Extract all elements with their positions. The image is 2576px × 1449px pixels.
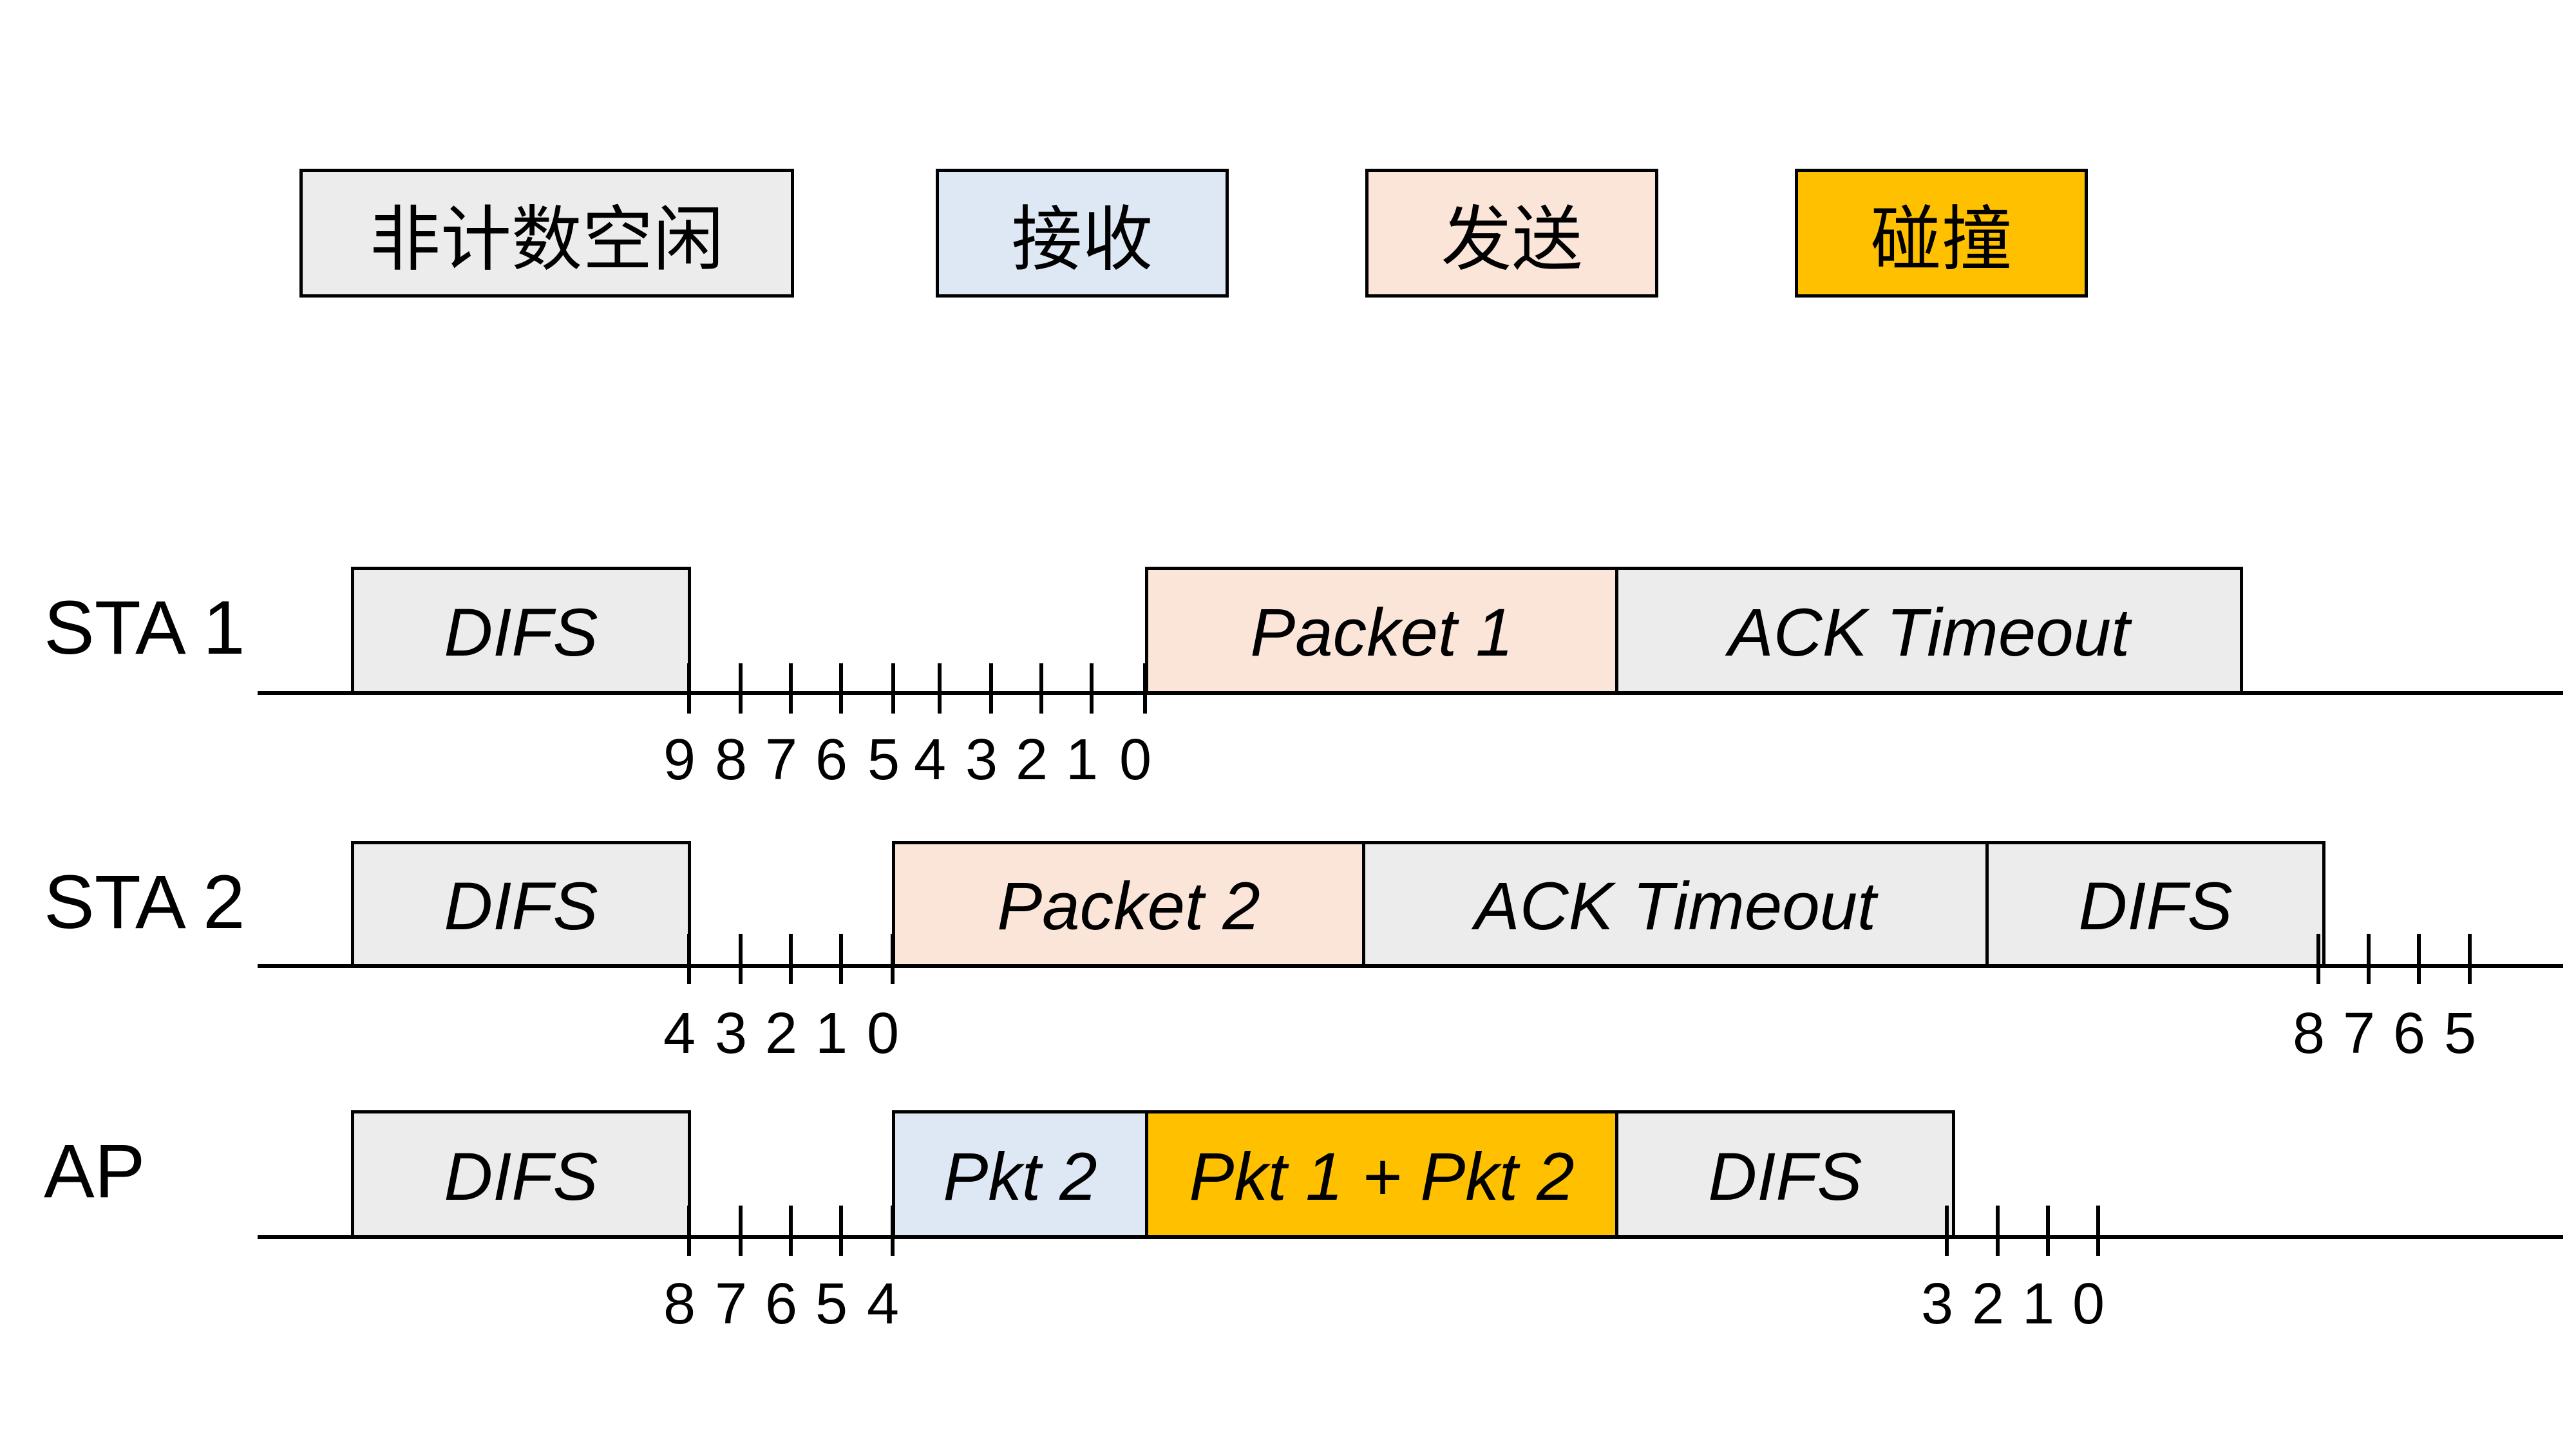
legend-collision-label: 碰撞	[1870, 198, 2012, 281]
backoff-counter-label: 2	[764, 1001, 798, 1066]
backoff-tick	[839, 663, 843, 714]
ack-timeout-block: ACK Timeout	[1362, 841, 1989, 967]
difs-block: DIFS	[351, 841, 691, 967]
backoff-counter-label: 7	[2342, 1001, 2376, 1066]
block-label: ACK Timeout	[1728, 595, 2130, 670]
backoff-counter-label: 3	[965, 728, 998, 792]
block-label: DIFS	[444, 869, 598, 944]
legend-idle: 非计数空闲	[299, 169, 794, 298]
ack-timeout-block: ACK Timeout	[1615, 567, 2243, 694]
backoff-counter-label: 7	[764, 728, 798, 792]
legend-receive-label: 接收	[1011, 198, 1153, 281]
pkt-2-receive-block: Pkt 2	[892, 1110, 1148, 1238]
backoff-counter-label: 1	[815, 1001, 848, 1066]
block-label: DIFS	[1708, 1139, 1862, 1215]
backoff-counter-label: 8	[663, 1272, 696, 1336]
block-label: DIFS	[444, 1139, 598, 1215]
legend-send: 发送	[1365, 169, 1658, 298]
collision-block: Pkt 1 + Pkt 2	[1145, 1110, 1618, 1238]
backoff-tick	[839, 1206, 843, 1256]
row-label-ap: AP	[44, 1129, 146, 1214]
backoff-tick	[739, 934, 743, 984]
legend-receive: 接收	[936, 169, 1229, 298]
backoff-counter-label: 0	[1119, 728, 1152, 792]
backoff-tick	[687, 934, 691, 984]
backoff-counter-label: 4	[663, 1001, 696, 1066]
backoff-tick	[687, 663, 691, 714]
backoff-counter-label: 1	[1065, 728, 1099, 792]
backoff-counter-label: 3	[714, 1001, 748, 1066]
backoff-tick	[2367, 934, 2371, 984]
backoff-tick	[1143, 663, 1147, 714]
backoff-counter-label: 4	[866, 1272, 900, 1336]
backoff-tick	[839, 934, 843, 984]
backoff-tick	[1996, 1206, 2000, 1256]
backoff-tick	[1945, 1206, 1949, 1256]
block-label: DIFS	[2078, 869, 2233, 944]
backoff-counter-label: 0	[866, 1001, 900, 1066]
backoff-counter-label: 6	[815, 728, 848, 792]
backoff-tick	[2096, 1206, 2100, 1256]
backoff-counter-label: 4	[913, 728, 947, 792]
block-label: ACK Timeout	[1474, 869, 1877, 944]
backoff-counter-label: 5	[2443, 1001, 2477, 1066]
block-label: Pkt 2	[943, 1139, 1097, 1215]
backoff-counter-label: 8	[2292, 1001, 2325, 1066]
backoff-counter-label: 9	[663, 728, 696, 792]
backoff-counter-label: 7	[714, 1272, 748, 1336]
backoff-tick	[687, 1206, 691, 1256]
backoff-counter-label: 0	[2072, 1272, 2105, 1336]
backoff-counter-label: 3	[1920, 1272, 1954, 1336]
difs-block: DIFS	[1985, 841, 2325, 967]
backoff-tick	[2468, 934, 2472, 984]
backoff-tick	[1039, 663, 1043, 714]
backoff-tick	[989, 663, 993, 714]
block-label: Packet 2	[997, 869, 1260, 944]
backoff-tick	[789, 663, 793, 714]
backoff-tick	[891, 1206, 895, 1256]
legend-collision: 碰撞	[1795, 169, 2088, 298]
backoff-tick	[2417, 934, 2421, 984]
backoff-tick	[2046, 1206, 2050, 1256]
row-label-sta2: STA 2	[44, 860, 245, 945]
backoff-tick	[938, 663, 942, 714]
backoff-counter-label: 1	[2022, 1272, 2055, 1336]
row-label-sta1: STA 1	[44, 585, 245, 670]
legend-send-label: 发送	[1441, 198, 1583, 281]
block-label: Pkt 1 + Pkt 2	[1189, 1139, 1575, 1215]
backoff-tick	[789, 934, 793, 984]
block-label: Packet 1	[1250, 595, 1513, 670]
backoff-tick	[739, 663, 743, 714]
packet-2-block: Packet 2	[892, 841, 1365, 967]
backoff-counter-label: 5	[815, 1272, 848, 1336]
backoff-counter-label: 2	[1015, 728, 1048, 792]
difs-block: DIFS	[351, 567, 691, 694]
backoff-counter-label: 2	[1971, 1272, 2005, 1336]
backoff-tick	[739, 1206, 743, 1256]
difs-block: DIFS	[1615, 1110, 1955, 1238]
backoff-counter-label: 5	[867, 728, 900, 792]
backoff-tick	[1090, 663, 1094, 714]
legend-idle-label: 非计数空闲	[370, 198, 724, 281]
block-label: DIFS	[444, 595, 598, 670]
packet-1-block: Packet 1	[1145, 567, 1618, 694]
backoff-tick	[2316, 934, 2320, 984]
backoff-tick	[891, 934, 895, 984]
backoff-tick	[789, 1206, 793, 1256]
backoff-counter-label: 6	[2392, 1001, 2426, 1066]
backoff-tick	[891, 663, 895, 714]
backoff-counter-label: 8	[714, 728, 748, 792]
backoff-counter-label: 6	[764, 1272, 798, 1336]
difs-block: DIFS	[351, 1110, 691, 1238]
